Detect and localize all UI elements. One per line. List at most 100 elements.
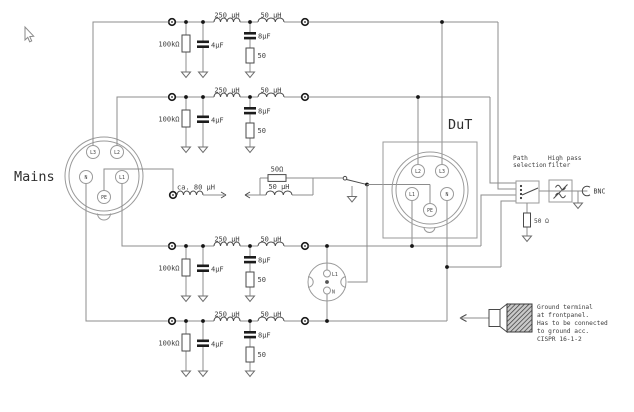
label-dut-resistor: 50 [258,52,266,60]
disconnect-arrow-right [220,191,227,199]
junction-dot [410,244,414,248]
outlet-pin-l1-label: L1 [332,272,338,278]
filter-stage-row: 100kΩ 4μF 250 μH 8μF 50 50 μH [158,311,310,377]
shunt-cap-plate [197,45,209,48]
shunt-resistor-body[interactable] [181,333,191,352]
dut-resistor-body[interactable] [245,122,255,139]
outlet-center-dot [325,280,329,284]
pe-inductor-80uH[interactable] [176,190,204,196]
shunt-cap-plate [197,40,209,44]
dut-resistor-body[interactable] [245,346,255,363]
aux-outlet[interactable]: L1 N [307,244,347,323]
dut-pin-l3-label: L3 [439,169,445,175]
bnc-connector[interactable]: BNC [581,185,605,197]
dut-pin-l2 [411,164,425,178]
high-pass-label-2: filter [548,162,571,169]
dut-connector[interactable]: DuT L2 L3 L1 N PE [382,117,478,239]
label-dut-capacitor: 8μF [258,108,271,116]
junction-dot [325,319,329,323]
series-inductor-2[interactable] [257,92,285,98]
filter-stage-row: 100kΩ 4μF 250 μH 8μF 50 50 μH [158,12,310,78]
bnc-symbol [581,185,591,197]
label-pe-inductor: ca. 80 μH [177,184,215,192]
series-inductor-2[interactable] [257,316,285,322]
output-resistor-label: 50 Ω [534,218,549,225]
dut-pin-pe-label: PE [427,208,433,214]
dut-cap-plate [244,331,256,334]
terminal-cone [499,302,508,334]
terminal[interactable] [167,241,177,251]
series-inductor-1[interactable] [213,17,241,23]
junction-dot [201,244,205,248]
series-inductor-1[interactable] [213,316,241,322]
ground-symbol [245,295,255,302]
label-dut-capacitor: 8μF [258,33,271,41]
dut-resistor-body[interactable] [245,271,255,288]
dut-resistor-body[interactable] [245,47,255,64]
shunt-cap-plate [197,269,209,272]
terminal[interactable] [168,190,178,200]
terminal[interactable] [300,17,310,27]
label-series-inductor: 250 μH [214,12,239,20]
label-dut-capacitor: 8μF [258,257,271,265]
mains-pin-n-label: N [85,175,88,181]
dut-cap-plate [244,111,256,115]
ground-arrow [459,314,467,322]
ground-symbol [198,71,208,78]
mains-pin-l3-label: L3 [90,150,96,156]
terminal-shaft [488,309,501,327]
path-selection-label-1: Path [513,155,528,162]
dut-cap-plate [244,256,256,259]
junction-dot [248,95,252,99]
series-inductor-1[interactable] [213,241,241,247]
ground-terminal: Ground terminal at frontpanel. Has to be… [459,302,608,343]
junction-dot [325,244,329,248]
high-pass-filter[interactable]: High pass filter [548,155,582,203]
junction-dot [184,319,188,323]
dut-pin-l3 [435,164,449,178]
shunt-stems [185,321,251,371]
high-pass-label-1: High pass [548,155,582,162]
path-selection-box [515,180,540,204]
dut-cap-plate [244,36,256,40]
earth-clip-right [340,276,347,288]
label-pe-parallel-inductor: 50 μH [268,183,289,191]
dut-pin-l1 [405,187,419,201]
ground-symbol [245,370,255,377]
series-inductor-2[interactable] [257,17,285,23]
ground-note-line5: CISPR 16-1-2 [537,336,582,343]
shunt-stems [185,22,251,72]
dut-pin-n [440,187,454,201]
shunt-resistor-body[interactable] [181,258,191,277]
terminal[interactable] [167,92,177,102]
switch-lever [346,179,367,185]
filter-stage-row: 100kΩ 4μF 250 μH 8μF 50 50 μH [158,236,310,302]
terminal[interactable] [167,316,177,326]
shunt-resistor-body[interactable] [181,109,191,128]
path-selection[interactable]: Path selection [513,155,547,204]
series-inductor-2[interactable] [257,241,285,247]
switch-contact [342,175,348,181]
series-inductor-1[interactable] [213,92,241,98]
mains-connector[interactable]: Mains L3 L2 N L1 PE [14,136,144,221]
label-dut-resistor: 50 [258,351,266,359]
label-shunt-resistor: 100kΩ [158,41,179,49]
label-dut-resistor: 50 [258,276,266,284]
earth-clip-left [307,276,314,288]
pe-switch[interactable] [342,175,369,203]
shunt-cap-plate [197,115,209,119]
terminal[interactable] [300,92,310,102]
label-shunt-capacitor: 4μF [211,266,224,274]
terminal[interactable] [167,17,177,27]
terminal[interactable] [300,316,310,326]
shunt-resistor-body[interactable] [181,34,191,53]
pe-resistor-body[interactable] [267,174,287,182]
terminal[interactable] [300,241,310,251]
pe-inductor-50uH[interactable] [265,190,293,196]
dut-cap-plate [244,260,256,264]
junction-dot [445,265,449,269]
output-resistor[interactable]: 50 Ω [522,203,550,242]
dut-box [382,141,478,239]
ground-note-line1: Ground terminal [537,304,593,311]
ground-note-line4: to ground acc. [537,328,589,335]
